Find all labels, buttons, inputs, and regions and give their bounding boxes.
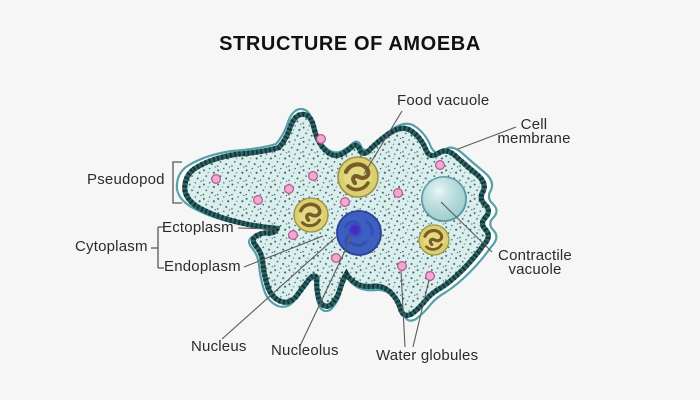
leader-water-globule-1 [400, 270, 406, 348]
water-globule [284, 184, 295, 195]
leader-ectoplasm [237, 227, 277, 230]
water-globule [340, 197, 351, 208]
leader-lines [221, 110, 517, 348]
water-globule [211, 174, 222, 185]
leader-food-vacuole [363, 110, 403, 175]
leader-contractile-vacuole [440, 201, 493, 253]
page-title: STRUCTURE OF AMOEBA [219, 33, 481, 55]
water-globule [253, 195, 264, 206]
label-endoplasm: Endoplasm [164, 258, 241, 275]
water-globule [316, 134, 327, 145]
label-water-globules: Water globules [376, 347, 479, 364]
pseudopod-bracket [172, 161, 182, 204]
label-nucleolus: Nucleolus [271, 342, 339, 359]
food-vacuole-top [338, 157, 378, 197]
food-vacuole-left [292, 196, 330, 234]
label-contractile-vacuole: Contractile vacuole [498, 247, 572, 278]
nucleolus-core [351, 226, 359, 234]
leader-endoplasm [243, 235, 324, 268]
water-globule [393, 188, 404, 199]
label-ectoplasm: Ectoplasm [162, 219, 234, 236]
food-vacuole-right [417, 223, 451, 257]
water-globule [288, 230, 299, 241]
water-globule [308, 171, 319, 182]
cytoplasm-bracket [151, 226, 164, 269]
water-globule [435, 160, 446, 171]
leader-nucleolus [299, 233, 354, 347]
label-nucleus: Nucleus [191, 338, 247, 355]
leader-nucleus [221, 236, 337, 340]
label-cell-membrane: Cell membrane [497, 116, 571, 147]
nucleus [336, 210, 382, 256]
contractile-vacuole [421, 176, 467, 222]
water-globules [211, 134, 446, 282]
water-globule [331, 253, 342, 264]
water-globule [397, 261, 408, 272]
leader-water-globule-2 [412, 279, 430, 348]
label-food-vacuole: Food vacuole [397, 92, 490, 109]
water-globule [425, 271, 436, 282]
label-cytoplasm: Cytoplasm [75, 238, 148, 255]
label-pseudopod: Pseudopod [87, 171, 165, 188]
leader-cell-membrane [457, 126, 517, 150]
